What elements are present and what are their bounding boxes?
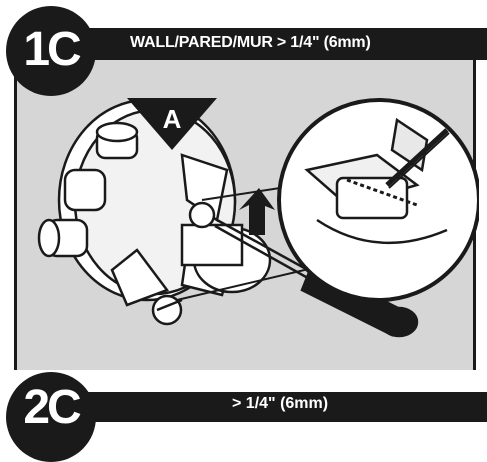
next-step-header-text: > 1/4" (6mm): [232, 395, 329, 412]
valve-installation-illustration: A: [37, 98, 479, 338]
step-number: 1C: [23, 23, 81, 76]
callout-a-marker: A: [127, 98, 217, 150]
detail-magnifier: [277, 98, 479, 302]
step-header-bar: [40, 28, 487, 60]
step-header-text: WALL/PARED/MUR > 1/4" (6mm): [130, 34, 371, 51]
step-badge: [6, 6, 96, 96]
next-step-number: 2C: [23, 381, 81, 434]
illustration-area: A: [14, 60, 479, 370]
rotation-arrow: [239, 188, 275, 235]
callout-a-label: A: [163, 104, 182, 134]
instruction-panel: WALL/PARED/MUR > 1/4" (6mm): [6, 6, 487, 462]
valve-body: [37, 98, 272, 326]
